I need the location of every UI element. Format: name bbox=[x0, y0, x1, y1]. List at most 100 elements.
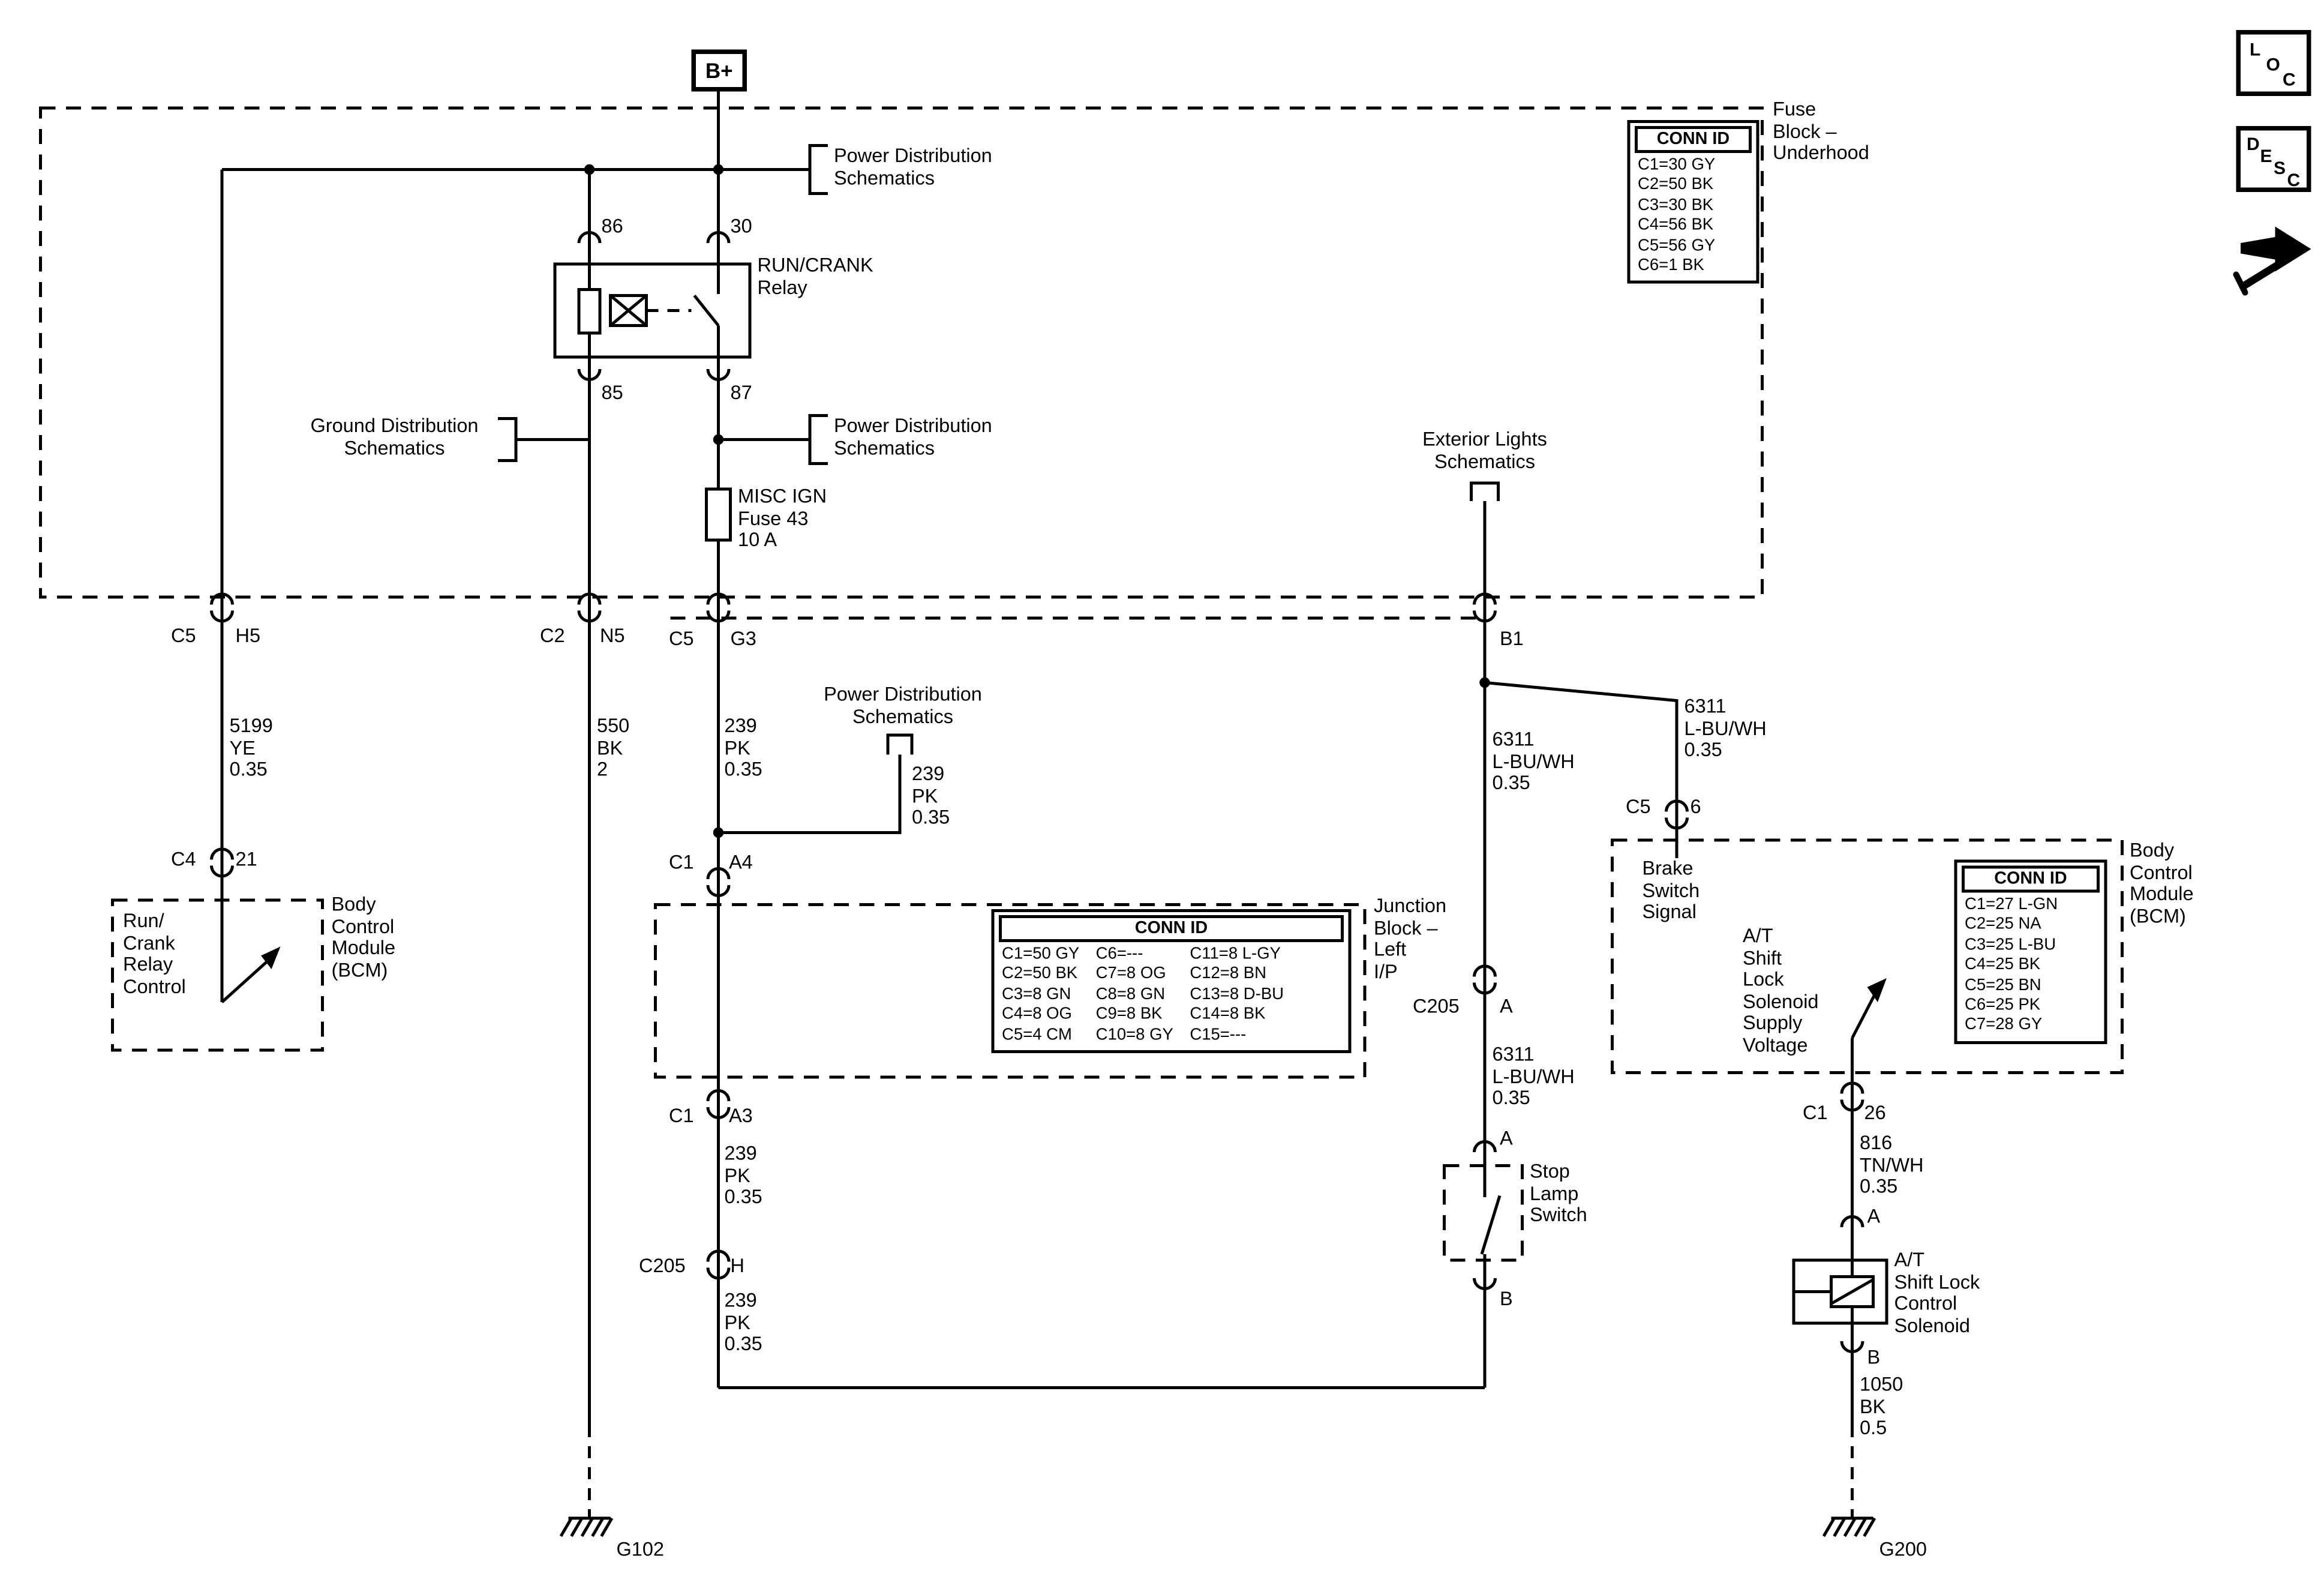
wires bbox=[220, 91, 1876, 1425]
power-dist-bracket-3 bbox=[886, 733, 914, 755]
conn-id-column-3: C11=8 L-GY C12=8 BN C13=8 D-BU C14=8 BK … bbox=[1187, 945, 1284, 1046]
ground-dist-bracket bbox=[498, 417, 518, 462]
conn-id-row: C3=25 L-BU bbox=[1965, 936, 2056, 954]
exterior-lights-ref: Exterior Lights Schematics bbox=[1422, 427, 1547, 472]
conn-id-row: C11=8 L-GY bbox=[1190, 945, 1281, 963]
connector-c1-26: C1 bbox=[1803, 1101, 1828, 1124]
relay-pin-86: 86 bbox=[601, 214, 623, 237]
terminal-bumps bbox=[577, 231, 1864, 1353]
connector-n5: N5 bbox=[600, 624, 625, 647]
relay-logic-x bbox=[609, 294, 648, 327]
exterior-lights-bracket bbox=[1470, 481, 1500, 501]
nav-arrow-icon[interactable] bbox=[2241, 226, 2311, 272]
solenoid-terminal-b: B bbox=[1867, 1345, 1881, 1368]
connector-h5: H5 bbox=[235, 624, 261, 647]
ground-dist-ref: Ground Distribution Schematics bbox=[310, 414, 479, 458]
conn-id-row: C7=28 GY bbox=[1965, 1016, 2043, 1035]
bcm-boundary bbox=[1611, 838, 2124, 1074]
power-dist-ref-1: Power Distribution Schematics bbox=[834, 144, 992, 188]
conn-id-row: C14=8 BK bbox=[1190, 1005, 1266, 1024]
junction-dots bbox=[584, 164, 1490, 838]
desc-button[interactable]: D E S C bbox=[2236, 126, 2311, 192]
connector-bumps bbox=[210, 592, 1864, 1280]
relay-box bbox=[553, 262, 752, 359]
connector-c5-g3: C5 bbox=[669, 627, 694, 650]
wire-239-label-3: 239 PK 0.35 bbox=[724, 1141, 762, 1208]
wire-1050-label: 1050 BK 0.5 bbox=[1860, 1372, 1903, 1439]
desc-letter: S bbox=[2274, 157, 2286, 179]
schematic-nav-icon[interactable] bbox=[2233, 226, 2311, 296]
fuse-block-boundary bbox=[39, 106, 1764, 599]
conn-id-header: CONN ID bbox=[1962, 865, 2100, 893]
run-crank-switch-blade bbox=[221, 960, 268, 1003]
connector-h: H bbox=[730, 1254, 744, 1277]
connector-g3: G3 bbox=[730, 627, 756, 650]
conn-id-row: C5=56 GY bbox=[1638, 236, 1716, 255]
shift-lock-supply-label: A/T Shift Lock Solenoid Supply Voltage bbox=[1743, 924, 1819, 1056]
relay-pin-85: 85 bbox=[601, 381, 623, 404]
ground-label-g200: G200 bbox=[1879, 1537, 1927, 1560]
brake-switch-signal-label: Brake Switch Signal bbox=[1642, 856, 1700, 923]
power-dist-ref-2: Power Distribution Schematics bbox=[834, 414, 992, 458]
conn-id-row: C2=25 NA bbox=[1965, 916, 2041, 934]
wire-239-label-4: 239 PK 0.35 bbox=[724, 1288, 762, 1355]
power-dist-ref-3: Power Distribution Schematics bbox=[824, 682, 982, 727]
relay-pin-87: 87 bbox=[730, 381, 752, 404]
conn-id-row: C8=8 GN bbox=[1095, 985, 1166, 1004]
reference-brackets bbox=[498, 144, 1500, 755]
solenoid-label: A/T Shift Lock Control Solenoid bbox=[1894, 1248, 1980, 1336]
conn-id-row: C13=8 D-BU bbox=[1190, 985, 1284, 1004]
relay-switch-blade bbox=[693, 294, 720, 327]
run-crank-control-label: Run/ Crank Relay Control bbox=[123, 909, 186, 997]
conn-id-row: C9=8 BK bbox=[1095, 1005, 1163, 1024]
conn-id-table-bcm: CONN ID C1=27 L-GN C2=25 NA C3=25 L-BU C… bbox=[1954, 859, 2107, 1044]
connector-c2: C2 bbox=[540, 624, 565, 647]
conn-id-table-fuse-block: CONN ID C1=30 GY C2=50 BK C3=30 BK C4=56… bbox=[1627, 120, 1759, 284]
wrench-icon[interactable] bbox=[2241, 257, 2288, 289]
connector-a3: A3 bbox=[729, 1104, 753, 1127]
wire-816-label: 816 TN/WH 0.35 bbox=[1860, 1131, 1924, 1197]
stop-lamp-terminal-a: A bbox=[1500, 1126, 1513, 1149]
connector-c1-a4: C1 bbox=[669, 850, 694, 873]
relay-logic-box bbox=[609, 294, 648, 327]
desc-letter: C bbox=[2287, 169, 2301, 191]
wire-239-label-1: 239 PK 0.35 bbox=[724, 714, 762, 780]
connector-pin-26: 26 bbox=[1864, 1101, 1886, 1124]
power-dist-bracket-2 bbox=[808, 414, 828, 465]
connector-a4: A4 bbox=[729, 850, 753, 873]
conn-id-row: C5=4 CM bbox=[1002, 1026, 1072, 1044]
wire-6311-label-1: 6311 L-BU/WH 0.35 bbox=[1492, 727, 1575, 794]
wrench-jaw-icon[interactable] bbox=[2233, 271, 2248, 296]
conn-id-row: C3=30 BK bbox=[1638, 196, 1714, 215]
desc-letter: E bbox=[2260, 145, 2272, 167]
conn-id-row: C10=8 GY bbox=[1095, 1026, 1173, 1044]
loc-button[interactable]: L O C bbox=[2236, 30, 2311, 96]
junction-block-boundary bbox=[654, 903, 1367, 1079]
conn-id-row: C2=50 BK bbox=[1002, 965, 1078, 984]
ground-g102-symbol bbox=[559, 1516, 614, 1537]
bcm-driver-blade bbox=[1851, 994, 1876, 1039]
wire-6311-label-2: 6311 L-BU/WH 0.35 bbox=[1684, 694, 1767, 761]
loc-letter: L bbox=[2250, 39, 2261, 60]
conn-id-row: C4=8 OG bbox=[1002, 1005, 1072, 1024]
conn-id-row: C2=50 BK bbox=[1638, 176, 1714, 194]
conn-id-row: C6=1 BK bbox=[1638, 256, 1704, 275]
conn-id-row: C3=8 GN bbox=[1002, 985, 1071, 1004]
conn-id-row: C6=25 PK bbox=[1965, 996, 2041, 1015]
ground-label-g102: G102 bbox=[616, 1537, 665, 1560]
battery-positive-tag: B+ bbox=[691, 49, 747, 92]
conn-id-header: CONN ID bbox=[999, 915, 1344, 942]
power-dist-bracket-1 bbox=[808, 144, 828, 195]
solenoid-terminal-a: A bbox=[1867, 1204, 1881, 1227]
fuse-symbol bbox=[705, 487, 732, 542]
conn-id-header: CONN ID bbox=[1635, 126, 1752, 153]
conn-id-row: C4=25 BK bbox=[1965, 956, 2041, 975]
conn-id-table-junction-block: CONN ID C1=50 GY C2=50 BK C3=8 GN C4=8 O… bbox=[991, 909, 1352, 1054]
stop-lamp-terminal-b: B bbox=[1500, 1287, 1513, 1310]
wire-6311-label-3: 6311 L-BU/WH 0.35 bbox=[1492, 1042, 1575, 1109]
loc-letter: C bbox=[2283, 69, 2296, 90]
stop-lamp-switch-blade bbox=[1480, 1195, 1502, 1255]
shift-lock-solenoid-symbol bbox=[1792, 1258, 1888, 1325]
bcm-label-left: Body Control Module (BCM) bbox=[331, 892, 396, 981]
